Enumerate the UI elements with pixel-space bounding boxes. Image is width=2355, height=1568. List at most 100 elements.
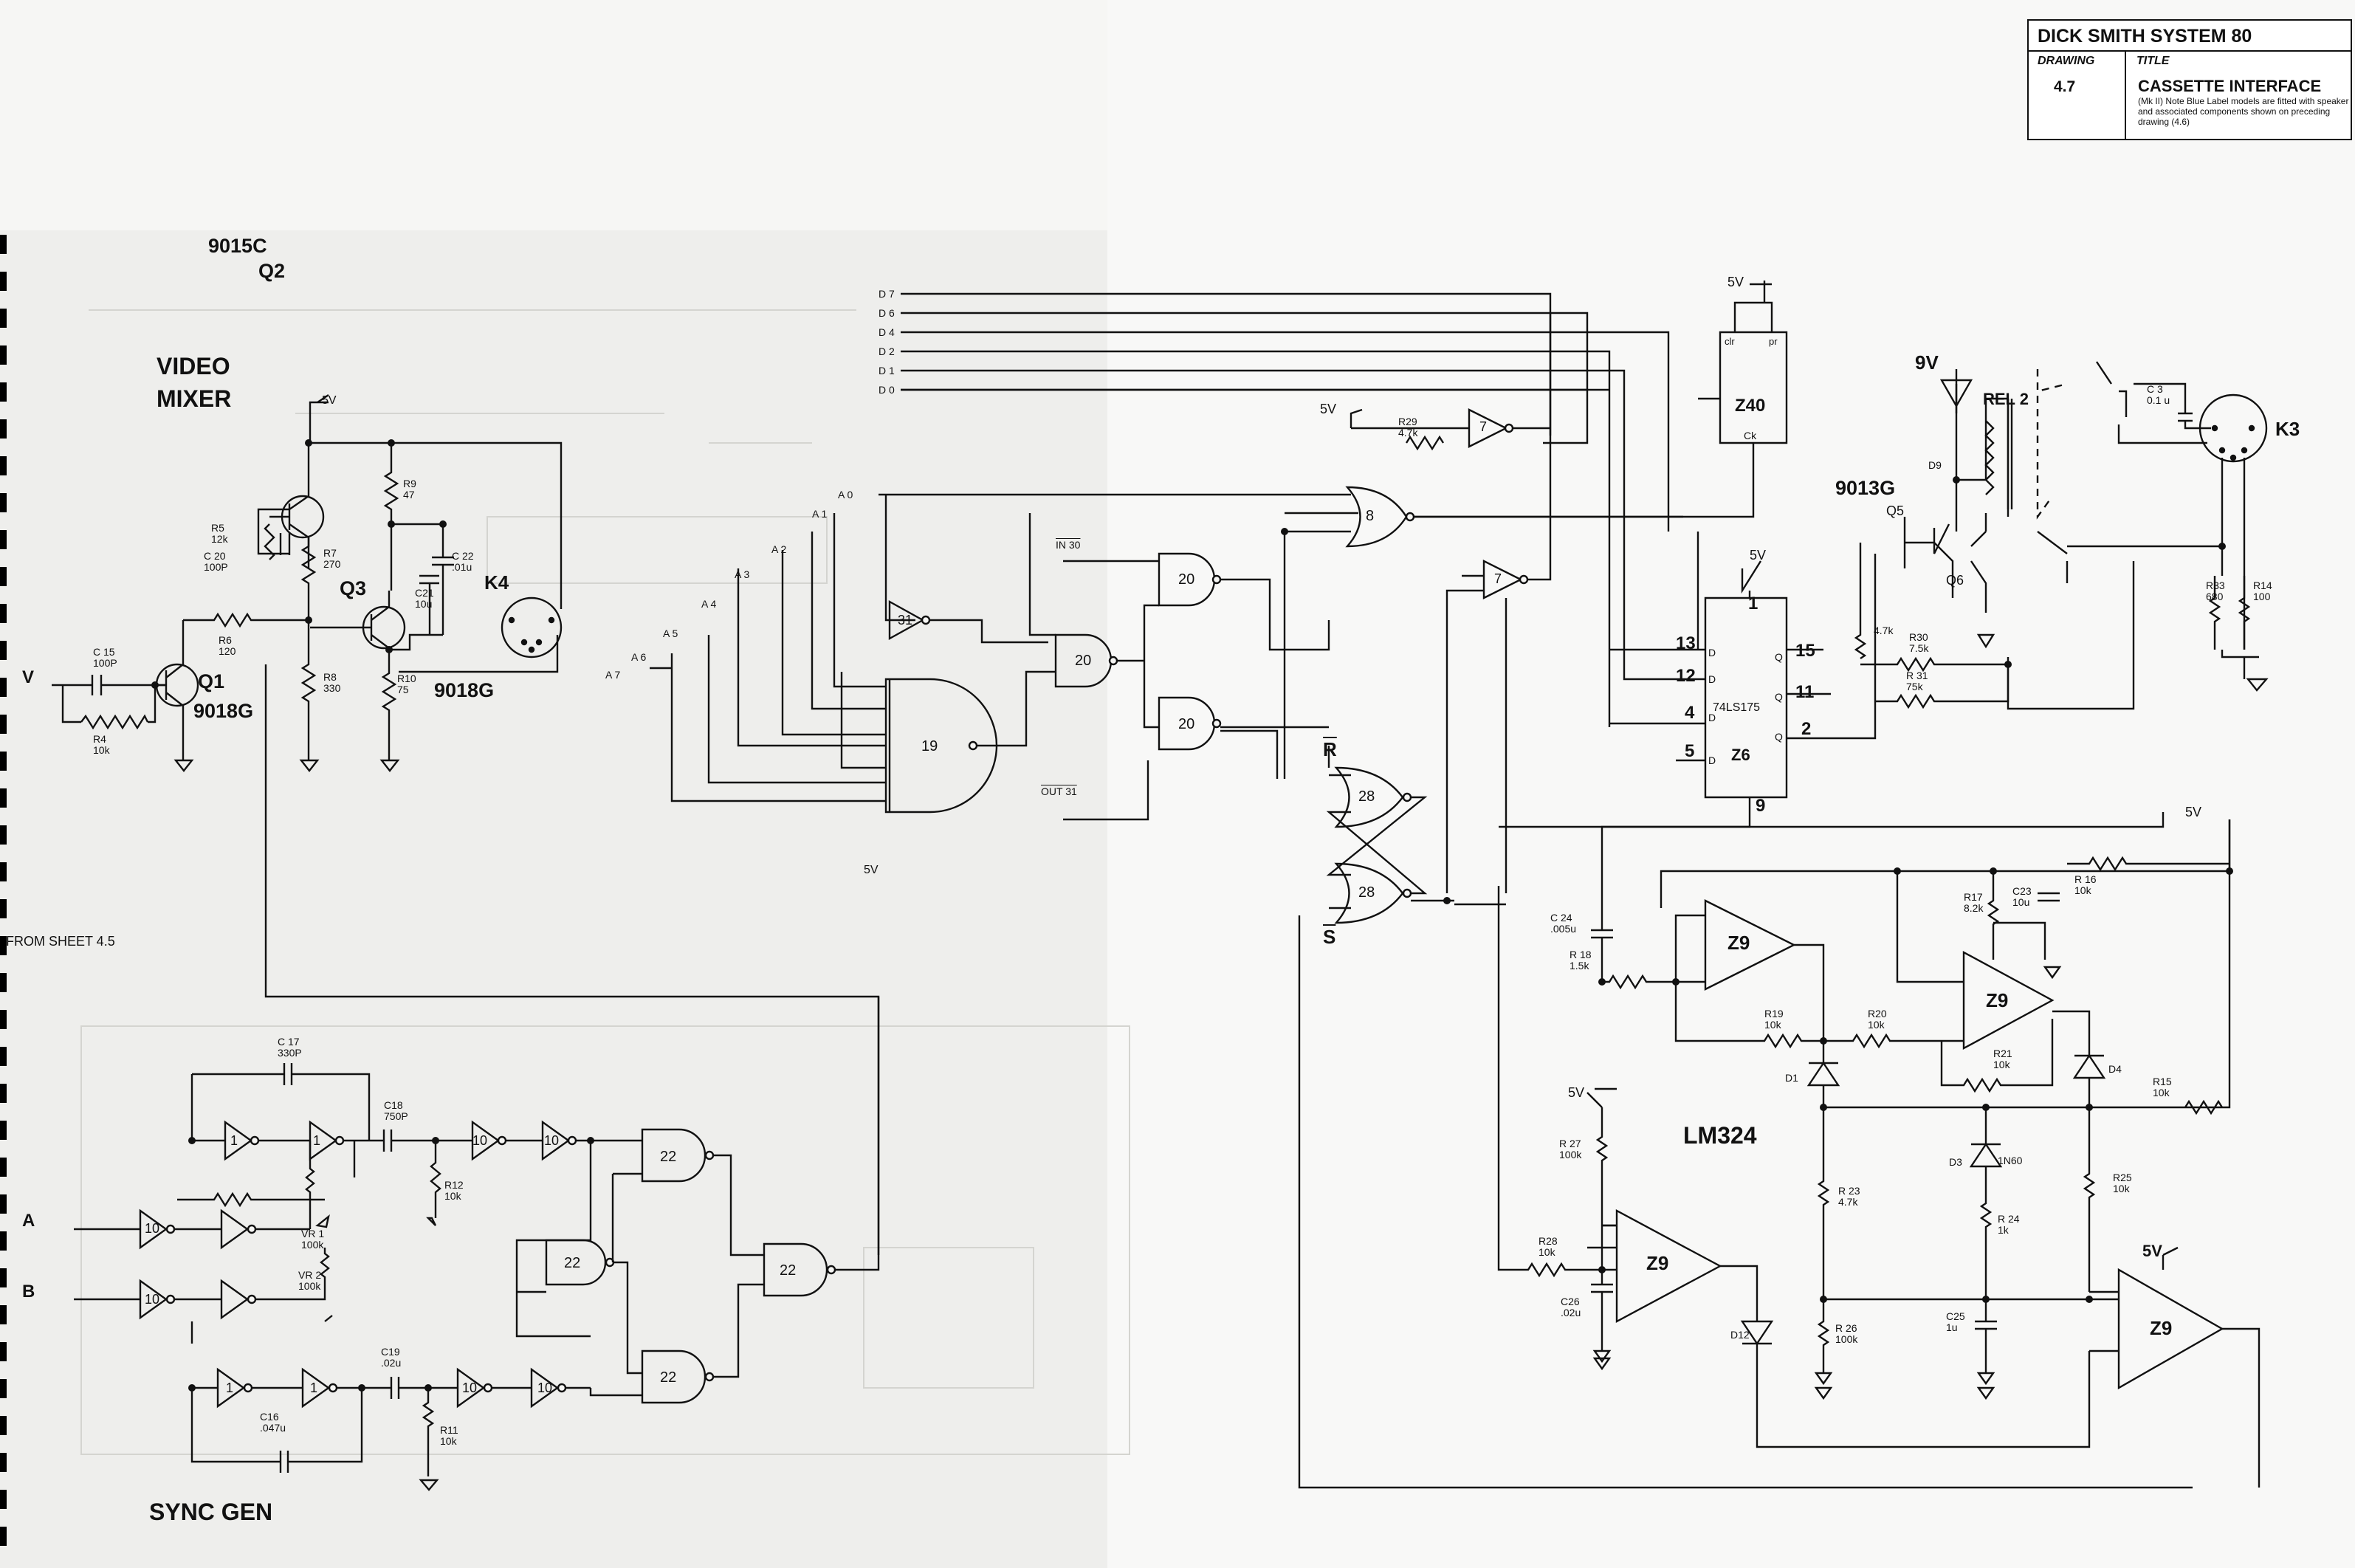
sync-gen-circuit: [74, 997, 880, 1491]
reset-label: R: [1323, 738, 1337, 760]
supply-5v-z9: 5V: [2142, 1242, 2162, 1260]
video-mixer-heading: VIDEO MIXER: [157, 353, 232, 412]
input-b-label: B: [22, 1282, 35, 1301]
data-line-d2: D 2: [879, 345, 895, 357]
from-sheet-note: FROM SHEET 4.5: [6, 934, 115, 949]
data-line-d0: D 0: [879, 384, 895, 396]
lm324-heading: LM324: [1683, 1122, 1757, 1149]
gate-label: 22: [564, 1255, 581, 1271]
c24-label: C 24 .005u: [1550, 912, 1577, 935]
r12-label: R12 10k: [444, 1179, 464, 1202]
title-label: TITLE: [2136, 55, 2170, 67]
supply-5v-z6: 5V: [1750, 548, 1767, 563]
r29-label: R29 4.7k: [1398, 416, 1418, 439]
r7-label: R7 270: [323, 547, 341, 570]
drawing-number: 4.7: [2054, 78, 2076, 95]
c15-label: C 15 100P: [93, 646, 117, 669]
gate-label: 1: [313, 1133, 321, 1148]
q6-label: Q6: [1946, 573, 1964, 588]
z6-pin: 4: [1685, 703, 1695, 723]
z6-pin: 5: [1685, 741, 1695, 761]
z6-pin: 11: [1795, 682, 1815, 702]
out31-label: OUT 31: [1041, 785, 1077, 797]
r26-label: R 26 100k: [1835, 1322, 1858, 1345]
z9-upper-label: Z9: [1727, 932, 1750, 954]
data-line-d1: D 1: [879, 365, 895, 376]
bleed-through: [80, 309, 1130, 1455]
z40-clear-pin: clr: [1725, 336, 1735, 347]
k3-label: K3: [2275, 418, 2300, 440]
gate-label: 31: [898, 613, 913, 627]
r5-label: R5 12k: [211, 522, 228, 545]
d1-label: D1: [1785, 1072, 1798, 1084]
gate-label: 22: [660, 1369, 677, 1386]
z9-right-label: Z9: [1986, 989, 2009, 1011]
z6-pin: 12: [1676, 666, 1696, 686]
r30-label: R30 7.5k: [1909, 631, 1929, 654]
address-line-a5: A 5: [663, 627, 678, 639]
gate-label: 10: [472, 1133, 488, 1148]
gate-label: 7: [1479, 419, 1488, 434]
c19-label: C19 .02u: [381, 1346, 402, 1369]
c26-label: C26 .02u: [1561, 1296, 1581, 1318]
r10-label: R10 75: [397, 673, 416, 695]
gate-label: 10: [544, 1133, 560, 1148]
c22-label: C 22 .01u: [452, 550, 474, 573]
gate-label: 10: [145, 1292, 160, 1307]
z6-q-pin: Q: [1775, 651, 1783, 663]
d4-label: D4: [2108, 1063, 2122, 1075]
in30-label: IN 30: [1056, 539, 1081, 551]
junction-dots: [151, 439, 2233, 1392]
address-line-a7: A 7: [605, 669, 621, 681]
gate-label: 1: [226, 1380, 234, 1395]
z6-pin: 2: [1801, 719, 1812, 739]
z6-d-pin: D: [1708, 673, 1716, 685]
supply-5v-gate7: 5V: [1320, 402, 1337, 416]
data-line-d4: D 4: [879, 326, 895, 338]
z40-preset-pin: pr: [1769, 336, 1778, 347]
q3-label: Q3: [340, 577, 367, 599]
q5-label: Q5: [1886, 503, 1905, 518]
drawing-title: CASSETTE INTERFACE: [2138, 77, 2322, 95]
r17-label: R17 8.2k: [1964, 891, 1984, 914]
z40-label: Z40: [1735, 396, 1766, 416]
z6-d-pin: D: [1708, 647, 1716, 659]
r15-label: R15 10k: [2153, 1076, 2172, 1098]
q2-label: Q2: [258, 260, 286, 282]
data-line-d6: D 6: [879, 307, 895, 319]
gate-label: 7: [1494, 571, 1502, 586]
address-line-a3: A 3: [735, 568, 750, 580]
r16-label: R 16 10k: [2074, 873, 2097, 896]
video-input-label: V: [22, 667, 35, 687]
c23-label: C23 10u: [2012, 885, 2032, 908]
latch-ics: [1414, 281, 1877, 828]
z6-d-pin: D: [1708, 712, 1716, 723]
r24-label: R 24 1k: [1998, 1213, 2020, 1236]
gate-label: 22: [660, 1149, 677, 1165]
c25-label: C25 1u: [1946, 1310, 1965, 1333]
c21-label: C21 10u: [415, 587, 434, 610]
r9-label: R9 47: [403, 478, 416, 501]
z40-clock-pin: Ck: [1744, 430, 1757, 441]
r33-label: R33 680: [2206, 580, 2225, 602]
r11-label: R11 10k: [440, 1424, 458, 1447]
r-47k-label: 4.7k: [1874, 625, 1894, 636]
relay-output-circuit: [1854, 361, 2269, 710]
vr1-label: VR 1 100k: [301, 1228, 325, 1251]
z6-label: Z6: [1731, 746, 1750, 764]
q1-type: 9018G: [193, 700, 254, 722]
z6-pin: 15: [1795, 641, 1815, 661]
gate-label: 20: [1075, 653, 1092, 669]
title-block-divider: [2125, 52, 2126, 139]
supply-5v-video: 5V: [322, 394, 337, 407]
d12-label: D12: [1730, 1329, 1750, 1341]
set-label: S: [1323, 926, 1336, 948]
r4-label: R4 10k: [93, 733, 110, 756]
right-sheet: [1107, 0, 2355, 1568]
title-block: DICK SMITH SYSTEM 80 DRAWING TITLE 4.7 C…: [2027, 19, 2352, 140]
supply-5v-decode: 5V: [864, 864, 879, 876]
address-line-a4: A 4: [701, 598, 717, 610]
supply-5v-z40: 5V: [1727, 275, 1744, 289]
r19-label: R19 10k: [1764, 1008, 1784, 1031]
